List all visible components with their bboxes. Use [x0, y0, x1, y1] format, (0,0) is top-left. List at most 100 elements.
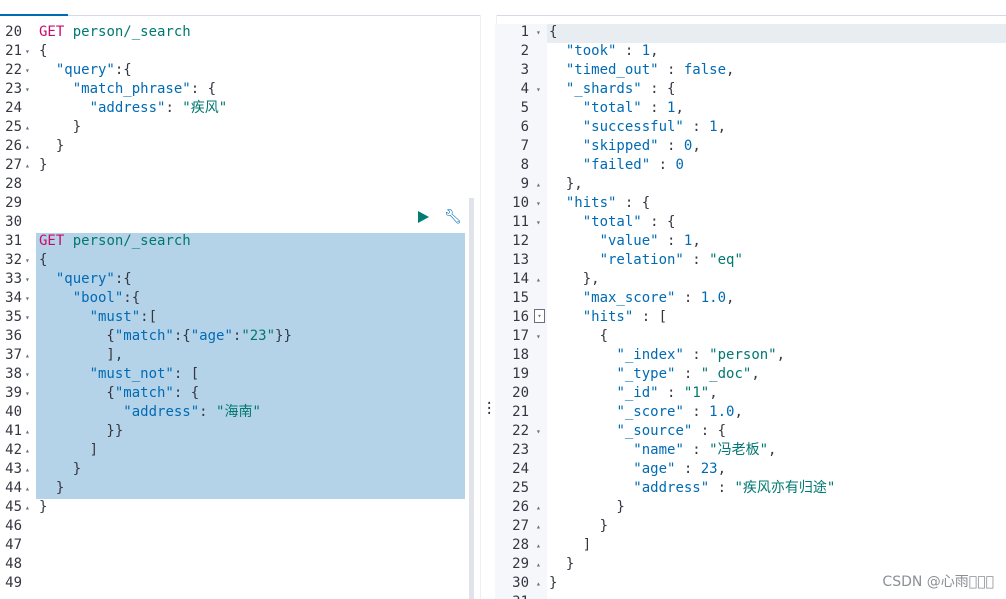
- response-line[interactable]: 20 "_id" : "1",: [495, 384, 1006, 403]
- fold-open-icon[interactable]: ▾: [536, 28, 541, 37]
- response-line[interactable]: 18 "_index" : "person",: [495, 346, 1006, 365]
- response-line[interactable]: 14▴ },: [495, 270, 1006, 289]
- fold-close-icon[interactable]: ▴: [536, 503, 541, 512]
- request-line[interactable]: 35▾ "must":[: [0, 308, 470, 327]
- response-line[interactable]: 26▴ }: [495, 498, 1006, 517]
- request-line[interactable]: 45▴}: [0, 498, 470, 517]
- fold-close-icon[interactable]: ▴: [25, 142, 30, 151]
- fold-close-icon[interactable]: ▴: [536, 180, 541, 189]
- request-line[interactable]: 47: [0, 536, 470, 555]
- fold-close-icon[interactable]: ▴: [25, 123, 30, 132]
- request-line[interactable]: 34▾ "bool":{: [0, 289, 470, 308]
- request-line[interactable]: 38▾ "must_not": [: [0, 365, 470, 384]
- wrench-icon[interactable]: 🔧︎: [444, 209, 462, 225]
- fold-close-icon[interactable]: ▴: [536, 275, 541, 284]
- fold-close-icon[interactable]: ▴: [25, 484, 30, 493]
- request-line[interactable]: 46: [0, 517, 470, 536]
- response-line[interactable]: 9▴ },: [495, 175, 1006, 194]
- request-line[interactable]: 27▴}: [0, 156, 470, 175]
- request-line[interactable]: 21▾{: [0, 42, 470, 61]
- fold-open-icon[interactable]: ▾: [536, 427, 541, 436]
- fold-open-icon[interactable]: ▾: [536, 218, 541, 227]
- fold-close-icon[interactable]: ▴: [536, 541, 541, 550]
- fold-close-icon[interactable]: ▴: [536, 579, 541, 588]
- request-line[interactable]: 26▴ }: [0, 137, 470, 156]
- request-line[interactable]: 37▴ ],: [0, 346, 470, 365]
- response-line[interactable]: 12 "value" : 1,: [495, 232, 1006, 251]
- fold-close-icon[interactable]: ▴: [25, 465, 30, 474]
- response-line[interactable]: 6 "successful" : 1,: [495, 118, 1006, 137]
- response-line[interactable]: 16 "hits" : [: [495, 308, 1006, 327]
- fold-open-icon[interactable]: ▾: [25, 256, 30, 265]
- fold-open-icon[interactable]: ▾: [536, 85, 541, 94]
- fold-close-icon[interactable]: ▴: [25, 427, 30, 436]
- fold-open-icon[interactable]: ▾: [536, 332, 541, 341]
- fold-open-icon[interactable]: ▾: [25, 313, 30, 322]
- fold-close-icon[interactable]: ▴: [536, 522, 541, 531]
- fold-open-icon[interactable]: ▾: [25, 66, 30, 75]
- request-line[interactable]: 32▾{: [0, 251, 470, 270]
- request-scrollbar[interactable]: [469, 198, 474, 599]
- response-line[interactable]: 25 "address" : "疾风亦有归途": [495, 479, 1006, 498]
- fold-close-icon[interactable]: ▴: [25, 161, 30, 170]
- fold-open-icon[interactable]: ▾: [25, 85, 30, 94]
- fold-open-icon[interactable]: ▾: [536, 199, 541, 208]
- line-number: 11: [512, 214, 529, 230]
- request-line[interactable]: 36 {"match":{"age":"23"}}: [0, 327, 470, 346]
- request-line[interactable]: 48: [0, 555, 470, 574]
- request-line[interactable]: 22▾ "query":{: [0, 61, 470, 80]
- response-line[interactable]: 28▴ ]: [495, 536, 1006, 555]
- request-line[interactable]: 41▴ }}: [0, 422, 470, 441]
- request-line[interactable]: 33▾ "query":{: [0, 270, 470, 289]
- response-line[interactable]: 27▴ }: [495, 517, 1006, 536]
- response-line[interactable]: 2 "took" : 1,: [495, 42, 1006, 61]
- response-line[interactable]: 22▾ "_source" : {: [495, 422, 1006, 441]
- request-line[interactable]: 30: [0, 213, 470, 232]
- request-line[interactable]: 29: [0, 194, 470, 213]
- response-line[interactable]: 3 "timed_out" : false,: [495, 61, 1006, 80]
- fold-open-icon[interactable]: ▾: [25, 47, 30, 56]
- fold-toggle-icon[interactable]: ▾: [534, 309, 545, 323]
- fold-open-icon[interactable]: ▾: [25, 294, 30, 303]
- response-line[interactable]: 21 "_score" : 1.0,: [495, 403, 1006, 422]
- response-line[interactable]: 4▾ "_shards" : {: [495, 80, 1006, 99]
- response-line[interactable]: 5 "total" : 1,: [495, 99, 1006, 118]
- fold-open-icon[interactable]: ▾: [25, 370, 30, 379]
- fold-close-icon[interactable]: ▴: [536, 560, 541, 569]
- request-line[interactable]: 28: [0, 175, 470, 194]
- request-line[interactable]: 23▾ "match_phrase": {: [0, 80, 470, 99]
- request-line[interactable]: 39▾ {"match": {: [0, 384, 470, 403]
- response-line[interactable]: 10▾ "hits" : {: [495, 194, 1006, 213]
- response-line[interactable]: 31: [495, 593, 1006, 599]
- fold-close-icon[interactable]: ▴: [25, 446, 30, 455]
- fold-close-icon[interactable]: ▴: [25, 351, 30, 360]
- response-line[interactable]: 17▾ {: [495, 327, 1006, 346]
- response-line[interactable]: 11▾ "total" : {: [495, 213, 1006, 232]
- fold-open-icon[interactable]: ▾: [25, 389, 30, 398]
- response-line[interactable]: 13 "relation" : "eq": [495, 251, 1006, 270]
- request-line[interactable]: 24 "address": "疾风": [0, 99, 470, 118]
- request-line[interactable]: 40 "address": "海南": [0, 403, 470, 422]
- request-line[interactable]: 25▴ }: [0, 118, 470, 137]
- fold-close-icon[interactable]: ▴: [25, 503, 30, 512]
- request-line[interactable]: 49: [0, 574, 470, 593]
- response-line[interactable]: 23 "name" : "冯老板",: [495, 441, 1006, 460]
- response-line[interactable]: 29▴ }: [495, 555, 1006, 574]
- response-line[interactable]: 30▴}: [495, 574, 1006, 593]
- request-line[interactable]: 43▴ }: [0, 460, 470, 479]
- response-line[interactable]: 24 "age" : 23,: [495, 460, 1006, 479]
- play-icon[interactable]: [418, 211, 429, 223]
- request-line[interactable]: 42▴ ]: [0, 441, 470, 460]
- response-line[interactable]: 15 "max_score" : 1.0,: [495, 289, 1006, 308]
- response-line[interactable]: 19 "_type" : "_doc",: [495, 365, 1006, 384]
- resize-handle-icon[interactable]: ···: [485, 396, 494, 422]
- response-line[interactable]: 8 "failed" : 0: [495, 156, 1006, 175]
- request-line[interactable]: 44▴ }: [0, 479, 470, 498]
- response-line[interactable]: 7 "skipped" : 0,: [495, 137, 1006, 156]
- response-line[interactable]: 1▾{: [495, 24, 1006, 42]
- code-text: "address" : "疾风亦有归途": [633, 480, 836, 496]
- fold-open-icon[interactable]: ▾: [25, 275, 30, 284]
